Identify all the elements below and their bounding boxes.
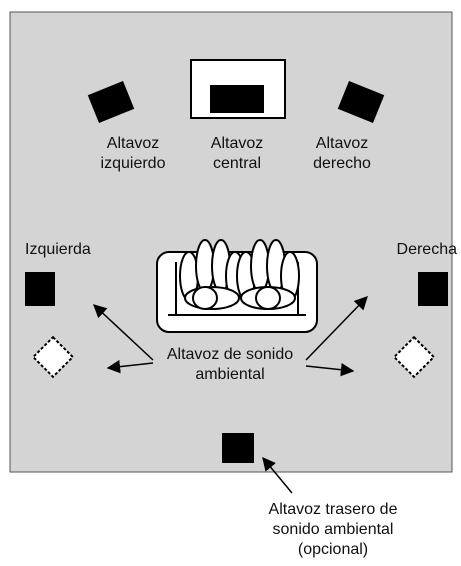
arrow-to-left-surround: [106, 359, 154, 374]
surround-label: Altavoz de sonido ambiental: [150, 345, 310, 385]
side-right-speaker: [418, 272, 448, 306]
center-label-line-1: Altavoz: [210, 135, 264, 152]
front-left-label-line-1: Altavoz: [106, 135, 160, 152]
sofa-with-listeners: [156, 239, 318, 333]
center-speaker: [210, 85, 264, 113]
surround-left-speaker: [31, 335, 75, 379]
center-label: Altavoz central: [182, 134, 292, 174]
rear-surround-label-line-1: Altavoz trasero de: [268, 501, 398, 518]
rear-surround-label-line-2: sonido ambiental: [272, 521, 394, 538]
arrow-to-right-surround: [305, 363, 355, 377]
center-label-line-2: central: [212, 155, 262, 172]
left-side-label: Izquierda: [25, 241, 91, 258]
rear-surround-speaker: [222, 433, 254, 463]
surround-right-speaker: [392, 335, 436, 379]
front-right-speaker: [337, 80, 385, 124]
front-left-speaker: [87, 80, 135, 124]
arrow-to-left-side: [93, 304, 154, 361]
arrow-to-right-side: [305, 296, 368, 361]
front-right-label-line-2: derecho: [313, 155, 371, 172]
right-side-label: Derecha: [396, 241, 457, 258]
front-left-label-line-2: izquierdo: [100, 155, 166, 172]
surround-label-line-1: Altavoz de sonido: [166, 346, 294, 363]
arrow-to-rear-speaker: [262, 456, 293, 494]
front-right-label: Altavoz derecho: [287, 134, 397, 174]
side-left-speaker: [25, 272, 55, 306]
rear-surround-label-line-3: (opcional): [297, 541, 369, 558]
surround-label-line-2: ambiental: [195, 366, 265, 383]
front-right-label-line-1: Altavoz: [315, 135, 369, 152]
front-left-label: Altavoz izquierdo: [78, 134, 188, 174]
rear-surround-label: Altavoz trasero de sonido ambiental (opc…: [258, 500, 408, 560]
